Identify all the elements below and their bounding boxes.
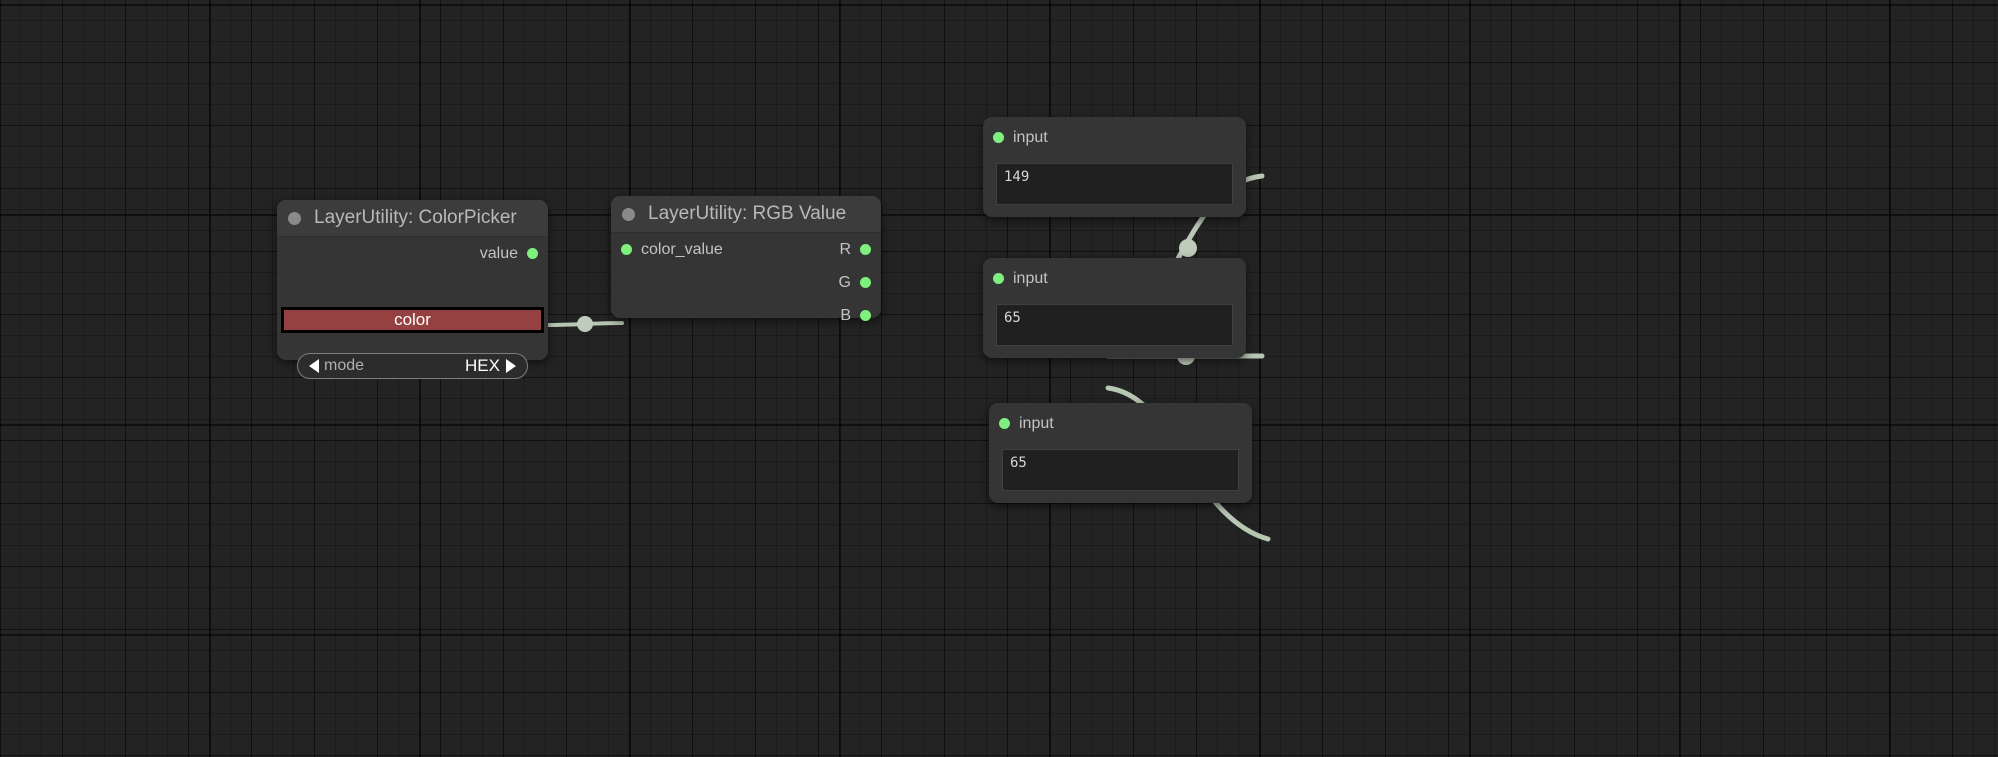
collapse-dot-icon[interactable]: [622, 207, 635, 221]
input-slot-g[interactable]: [993, 273, 1004, 284]
color-value-input-slot[interactable]: [621, 244, 632, 255]
value-output-slot[interactable]: [527, 248, 538, 259]
output-slot-label: value: [479, 244, 518, 262]
output-slot-label: R: [839, 240, 851, 258]
collapse-dot-icon[interactable]: [288, 211, 301, 225]
primitive-header: input: [983, 258, 1246, 299]
node-title-label: LayerUtility: RGB Value: [648, 203, 847, 224]
input-slot-b[interactable]: [999, 418, 1010, 429]
node-title-label: LayerUtility: ColorPicker: [314, 207, 517, 228]
output-slot-label: G: [838, 273, 851, 291]
input-row-color-value[interactable]: color_value: [611, 233, 881, 266]
node-primitive-input-b[interactable]: input 65: [989, 403, 1252, 503]
node-primitive-input-g[interactable]: input 65: [983, 258, 1246, 358]
primitive-value-field[interactable]: 65: [996, 304, 1233, 346]
output-row-b[interactable]: B: [611, 299, 881, 332]
primitive-value-field[interactable]: 65: [1002, 449, 1239, 491]
primitive-input-label: input: [1013, 128, 1048, 146]
color-swatch-label: color: [394, 310, 431, 329]
output-row-value[interactable]: value: [277, 237, 548, 270]
primitive-input-label: input: [1013, 269, 1048, 287]
primitive-header: input: [989, 403, 1252, 444]
mode-combo-widget[interactable]: mode HEX: [297, 353, 528, 379]
color-swatch-widget[interactable]: color: [281, 307, 544, 333]
b-output-slot[interactable]: [860, 310, 871, 321]
output-row-g[interactable]: G: [611, 266, 881, 299]
primitive-value-field[interactable]: 149: [996, 163, 1233, 205]
node-primitive-input-r[interactable]: input 149: [983, 117, 1246, 217]
link-midpoint-dot: [577, 316, 593, 332]
g-output-slot[interactable]: [860, 277, 871, 288]
mode-combo-name: mode: [324, 357, 365, 374]
input-slot-r[interactable]: [993, 132, 1004, 143]
output-slot-label: B: [840, 306, 851, 324]
node-title-bar[interactable]: LayerUtility: ColorPicker: [277, 200, 548, 237]
input-slot-label: color_value: [641, 240, 723, 258]
node-layerutility-rgb-value[interactable]: LayerUtility: RGB Value color_value R G …: [611, 196, 881, 324]
link-midpoint-dot: [1179, 239, 1197, 257]
primitive-input-label: input: [1019, 414, 1054, 432]
node-body: value color mode HEX: [277, 237, 548, 379]
next-arrow-icon[interactable]: [506, 359, 516, 373]
mode-combo-value: HEX: [465, 356, 500, 375]
r-output-slot[interactable]: [860, 244, 871, 255]
output-row-r[interactable]: R: [611, 233, 881, 266]
node-title-bar[interactable]: LayerUtility: RGB Value: [611, 196, 881, 233]
prev-arrow-icon[interactable]: [309, 359, 319, 373]
node-layerutility-colorpicker[interactable]: LayerUtility: ColorPicker value color mo…: [277, 200, 548, 379]
primitive-header: input: [983, 117, 1246, 158]
